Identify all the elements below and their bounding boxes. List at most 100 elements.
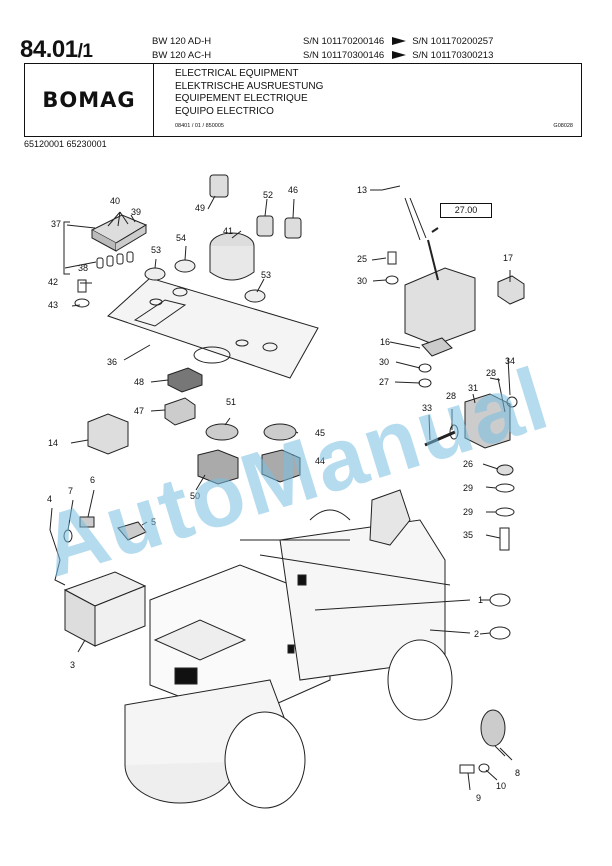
callout-26: 26 (463, 459, 474, 469)
washer-28 (449, 424, 459, 440)
callout-48: 48 (134, 377, 145, 387)
callout-45: 45 (315, 428, 326, 438)
callout-34: 34 (505, 356, 516, 366)
battery-front (94, 585, 146, 647)
section-title-de: ELEKTRISCHE AUSRUESTUNG (175, 80, 324, 92)
callout-5: 5 (151, 517, 157, 527)
cable-13 (381, 185, 427, 241)
horn-bracket (494, 745, 506, 757)
washer-43 (74, 298, 90, 308)
callout-7: 7 (68, 486, 74, 496)
callout-6: 6 (90, 475, 96, 485)
callout-30: 30 (379, 357, 390, 367)
leader-lines (49, 195, 299, 653)
callout-51: 51 (226, 397, 237, 407)
cap (144, 267, 166, 281)
clamp-1 (489, 593, 511, 607)
plate-hole (262, 342, 278, 352)
callout-47: 47 (134, 406, 145, 416)
bolt-35 (499, 527, 510, 551)
lever-housing (404, 267, 476, 346)
part-51 (205, 423, 239, 441)
screw-25 (387, 251, 397, 265)
part-44 (261, 449, 301, 483)
leader-line (314, 599, 471, 634)
switch-52 (256, 215, 274, 237)
clamp-2 (489, 626, 511, 640)
callout-50: 50 (190, 491, 201, 501)
marker (297, 574, 307, 586)
callout-36: 36 (107, 357, 118, 367)
callout-53: 53 (261, 270, 272, 280)
callout-3: 3 (70, 660, 76, 670)
figure-reference: G08028 (553, 123, 573, 129)
model-list: BW 120 AD-H BW 120 AC-H (152, 35, 211, 63)
plate-hole (149, 298, 163, 306)
leader-lines (370, 189, 513, 791)
part-48 (167, 367, 203, 393)
screw-42 (77, 279, 87, 293)
cable-4 (49, 529, 66, 586)
switch-49 (209, 174, 229, 198)
lever (427, 227, 439, 281)
callout-16: 16 (380, 337, 391, 347)
seat (369, 489, 411, 546)
callout-13: 13 (357, 185, 368, 195)
marker (287, 644, 295, 654)
callout-49: 49 (195, 203, 206, 213)
hood-label (174, 667, 198, 685)
cross-reference-box: 27.00 (440, 203, 492, 218)
part-codes: 65120001 65230001 (24, 139, 107, 149)
part-50 (197, 449, 239, 485)
washer-30b (418, 363, 432, 373)
serial-from: S/N 101170300146 (303, 50, 385, 61)
callout-28: 28 (486, 368, 497, 378)
document-reference: 08401 / 01 / 850005 (175, 123, 224, 129)
callout-10: 10 (496, 781, 507, 791)
horn-8 (480, 709, 506, 747)
callout-42: 42 (48, 277, 59, 287)
part-17 (497, 275, 525, 305)
cap (244, 289, 266, 303)
washer-29b (495, 507, 515, 517)
section-title-es: EQUIPO ELECTRICO (175, 105, 274, 117)
terminal-block-31 (464, 393, 511, 449)
part-34 (506, 396, 518, 408)
washer-29 (495, 483, 515, 493)
callout-52: 52 (263, 190, 274, 200)
steering-wheel (309, 509, 351, 521)
callout-46: 46 (288, 185, 299, 195)
callout-17: 17 (503, 253, 514, 263)
callout-4: 4 (47, 494, 53, 504)
part-47 (164, 397, 196, 426)
callout-54: 54 (176, 233, 187, 243)
screw-9 (459, 764, 475, 774)
leader-line (240, 539, 451, 586)
drum-side (224, 711, 306, 809)
cap (174, 259, 196, 273)
callout-8: 8 (515, 768, 521, 778)
bulb (96, 257, 104, 269)
clamp-5 (117, 521, 147, 541)
callout-43: 43 (48, 300, 59, 310)
callout-1: 1 (478, 595, 484, 605)
callout-44: 44 (315, 456, 326, 466)
callout-37: 37 (51, 219, 62, 229)
section-title-fr: EQUIPEMENT ELECTRIQUE (175, 93, 308, 104)
page-number: 84.01/1 (20, 36, 93, 64)
callout-29: 29 (463, 483, 474, 493)
bomag-logo: BOMAG (42, 88, 136, 112)
callout-33: 33 (422, 403, 433, 413)
callout-27: 27 (379, 377, 390, 387)
callout-41: 41 (223, 226, 234, 236)
bolt-6 (79, 516, 95, 528)
washer-10 (478, 763, 490, 773)
callout-30: 30 (357, 276, 368, 286)
callout-53: 53 (151, 245, 162, 255)
rear-drum (387, 639, 453, 721)
page-number-main: 84.01 (20, 36, 78, 63)
section-title-en: ELECTRICAL EQUIPMENT (175, 68, 299, 79)
plate-hole (172, 287, 188, 297)
bulb (106, 255, 114, 267)
